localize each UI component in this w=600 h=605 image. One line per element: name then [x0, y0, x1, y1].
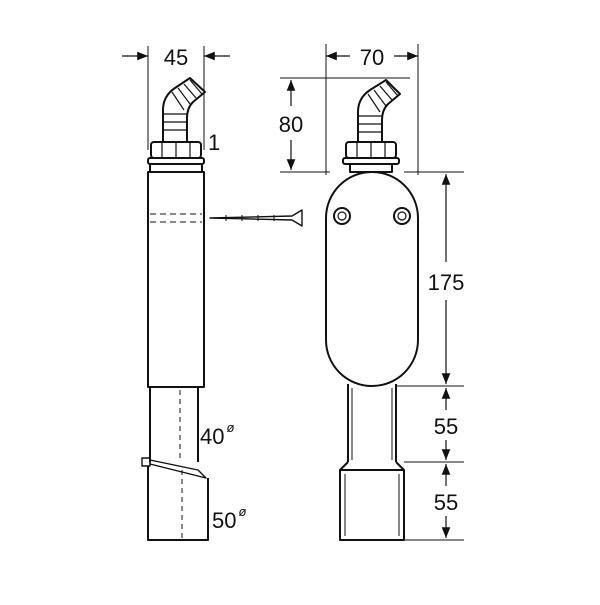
pipe-lower-height-label: 55 [434, 490, 458, 515]
side-clamp [141, 457, 207, 479]
side-nut [147, 141, 205, 173]
front-coupling [339, 461, 405, 471]
front-top-height-label: 80 [279, 112, 303, 137]
front-hose-nozzle [357, 79, 401, 143]
front-screw-right [393, 207, 411, 225]
side-body [147, 171, 205, 388]
front-view [280, 44, 464, 541]
front-nut [342, 141, 400, 173]
side-hose-nozzle [162, 77, 206, 143]
side-pipe-upper [149, 387, 199, 462]
front-pipe-lower [339, 470, 405, 541]
front-body [325, 171, 419, 387]
wall-screw [209, 209, 303, 227]
front-top-height-dimension [280, 77, 410, 173]
side-width-dimension [122, 46, 230, 150]
side-width-label: 45 [164, 45, 188, 70]
front-pipe-upper [347, 384, 397, 462]
front-screw-left [333, 207, 351, 225]
side-pipe-lower [147, 466, 209, 541]
front-width-label: 70 [360, 45, 384, 70]
pipe-upper-height-label: 55 [434, 414, 458, 439]
front-width-dimension [325, 44, 419, 175]
side-view [122, 46, 303, 541]
part-number-label: 1 [208, 130, 220, 155]
front-right-dimensions [396, 171, 464, 541]
body-height-label: 175 [428, 270, 465, 295]
